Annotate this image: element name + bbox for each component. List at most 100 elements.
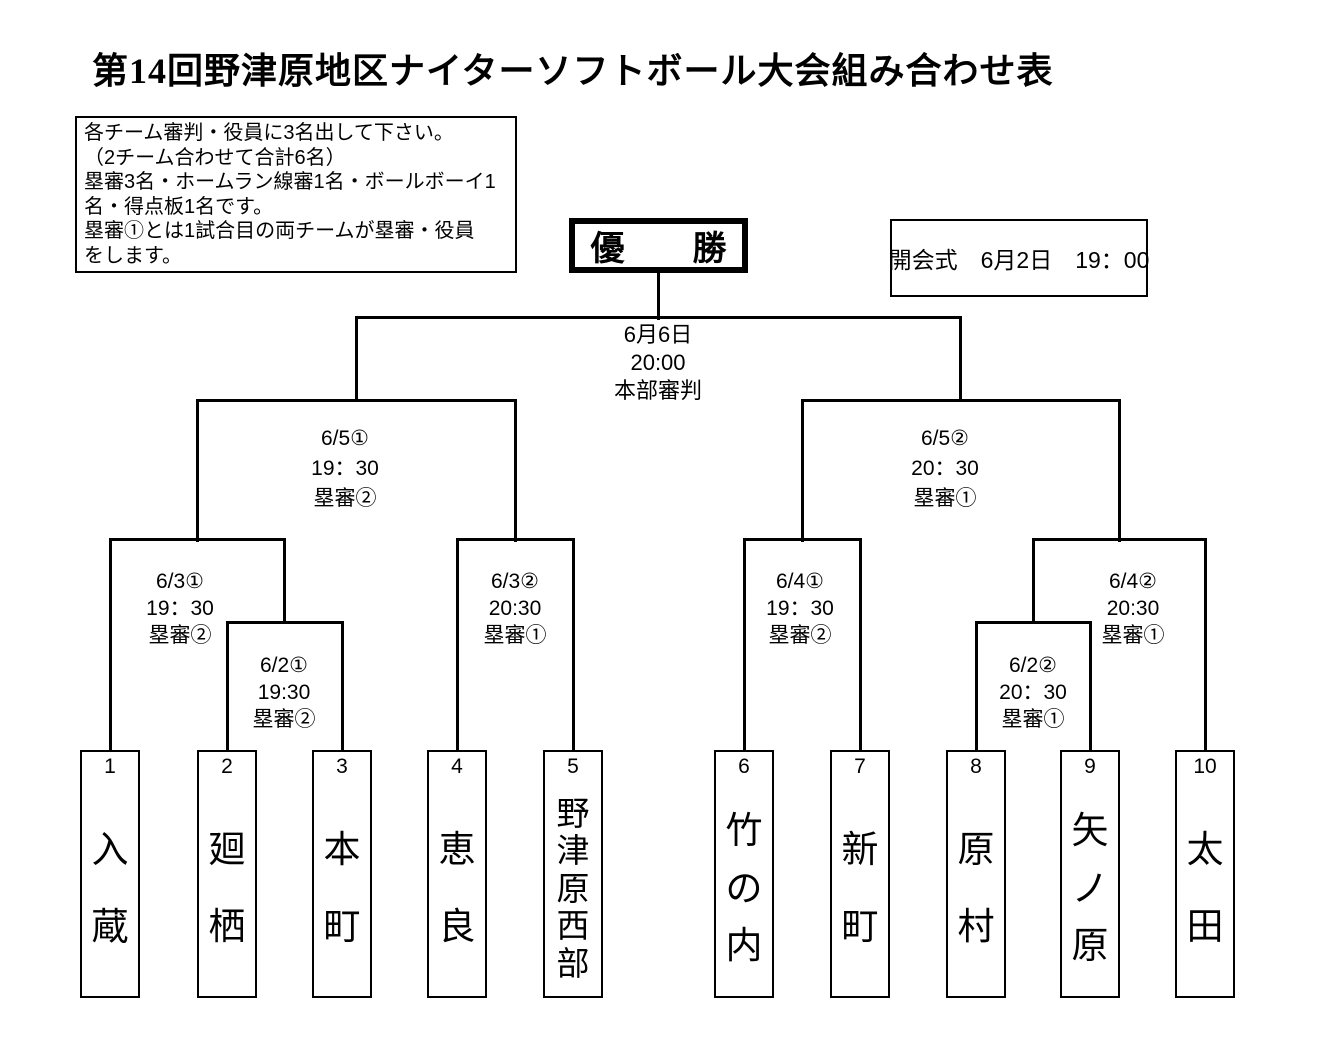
team-name: 新町 (841, 829, 879, 947)
team-box-10: 10 太田 (1175, 750, 1235, 998)
team-number: 6 (738, 755, 750, 778)
match-umpire: 塁審② (148, 624, 212, 647)
match-umpire: 塁審② (313, 487, 377, 510)
match-umpire: 塁審① (913, 487, 977, 510)
match-umpire: 塁審② (252, 708, 316, 731)
team-name: 原村 (957, 829, 995, 947)
bracket-vline-team8 (975, 621, 978, 752)
notice-line: 塁審①とは1試合目の両チームが塁審・役員 (84, 220, 475, 242)
match-label-sf1: 6/5① 19：30 塁審② (265, 424, 425, 514)
match-date: 6月6日 (623, 322, 693, 347)
bracket-hline-qf1 (109, 538, 286, 541)
team-number: 8 (970, 755, 982, 778)
team-name: 恵良 (438, 829, 476, 947)
match-label-qf4: 6/4② 20:30 塁審① (1053, 568, 1213, 649)
bracket-vline-team2 (226, 621, 229, 752)
match-umpire: 塁審① (1101, 624, 1165, 647)
match-label-qf1: 6/3① 19：30 塁審② (100, 568, 260, 649)
match-game: 6/2② (1008, 654, 1058, 677)
match-time: 20：30 (999, 681, 1067, 704)
bracket-vline-team10 (1204, 538, 1207, 752)
bracket-vline-team5 (572, 538, 575, 752)
team-number: 9 (1084, 755, 1096, 778)
team-box-1: 1 入蔵 (80, 750, 140, 998)
match-label-sf2: 6/5② 20：30 塁審① (865, 424, 1025, 514)
bracket-hline-sf2 (801, 399, 1121, 402)
team-box-7: 7 新町 (830, 750, 890, 998)
bracket-vline-team7 (859, 538, 862, 752)
bracket-hline-r1a (226, 621, 344, 624)
bracket-vline-team3 (341, 621, 344, 752)
notice-box: 各チーム審判・役員に3名出して下さい。 （2チーム合わせて合計6名） 塁審3名・… (75, 116, 517, 273)
match-label-r1a: 6/2① 19:30 塁審② (204, 652, 364, 733)
bracket-vline-team1 (109, 538, 112, 752)
team-number: 10 (1193, 755, 1217, 778)
bracket-hline-r1b (975, 621, 1092, 624)
page-title: 第14回野津原地区ナイターソフトボール大会組み合わせ表 (92, 51, 1054, 91)
final-match-label: 6月6日 20:00 本部審判 (578, 321, 738, 405)
team-number: 2 (221, 755, 233, 778)
bracket-vline-team9 (1089, 621, 1092, 752)
match-umpire: 塁審② (768, 624, 832, 647)
match-time: 19:30 (257, 681, 311, 704)
match-time: 20：30 (911, 457, 979, 480)
match-umpire: 塁審① (483, 624, 547, 647)
team-box-9: 9 矢ノ原 (1060, 750, 1120, 998)
match-time: 19：30 (146, 597, 214, 620)
match-label-qf2: 6/3② 20:30 塁審① (435, 568, 595, 649)
bracket-vline-r1a-node (283, 538, 286, 624)
match-game: 6/2① (259, 654, 309, 677)
champion-box: 優 勝 (569, 218, 748, 273)
team-number: 7 (854, 755, 866, 778)
team-name: 野津原西部 (556, 794, 590, 982)
bracket-hline-qf2 (456, 538, 575, 541)
team-box-3: 3 本町 (312, 750, 372, 998)
team-number: 5 (567, 755, 579, 778)
bracket-vline-r1b-node (1032, 538, 1035, 624)
match-game: 6/4① (775, 570, 825, 593)
team-name: 矢ノ原 (1071, 810, 1109, 966)
notice-line: 塁審3名・ホームラン線審1名・ボールボーイ1 (84, 171, 496, 193)
notice-line: をします。 (84, 244, 182, 267)
team-name: 入蔵 (91, 829, 129, 947)
team-name: 本町 (323, 829, 361, 947)
opening-ceremony-box: 開会式 6月2日 19：00 (889, 219, 1149, 297)
match-time: 19：30 (311, 457, 379, 480)
match-time: 19：30 (766, 597, 834, 620)
match-game: 6/3① (155, 570, 205, 593)
team-number: 4 (451, 755, 463, 778)
team-name: 太田 (1186, 829, 1224, 947)
bracket-vline-team6 (743, 538, 746, 752)
notice-line: （2チーム合わせて合計6名） (84, 146, 346, 169)
team-box-5: 5 野津原西部 (543, 750, 603, 998)
match-game: 6/5② (920, 427, 970, 450)
notice-line: 各チーム審判・役員に3名出して下さい。 (84, 122, 454, 144)
team-name: 竹の内 (725, 810, 763, 966)
notice-line: 名・得点板1名です。 (84, 195, 274, 218)
bracket-vline-sf2-node (959, 316, 962, 402)
match-umpire: 塁審① (1001, 708, 1065, 731)
bracket-hline-final (355, 316, 962, 319)
match-time: 20:30 (1106, 597, 1160, 620)
match-game: 6/4② (1108, 570, 1158, 593)
bracket-vline-qf2-node (514, 399, 517, 542)
team-box-8: 8 原村 (946, 750, 1006, 998)
team-number: 1 (104, 755, 116, 778)
bracket-hline-qf4 (1032, 538, 1207, 541)
match-time: 20:00 (630, 350, 686, 375)
match-umpire: 本部審判 (613, 378, 702, 403)
match-label-qf3: 6/4① 19：30 塁審② (720, 568, 880, 649)
team-box-6: 6 竹の内 (714, 750, 774, 998)
bracket-vline-champion (657, 271, 660, 320)
bracket-vline-qf4-node (1118, 399, 1121, 542)
match-game: 6/3② (490, 570, 540, 593)
bracket-vline-team4 (456, 538, 459, 752)
match-game: 6/5① (320, 427, 370, 450)
team-box-2: 2 廻栖 (197, 750, 257, 998)
match-time: 20:30 (488, 597, 542, 620)
team-box-4: 4 恵良 (427, 750, 487, 998)
team-number: 3 (336, 755, 348, 778)
team-name: 廻栖 (208, 829, 246, 947)
bracket-vline-qf3-node (801, 399, 804, 542)
